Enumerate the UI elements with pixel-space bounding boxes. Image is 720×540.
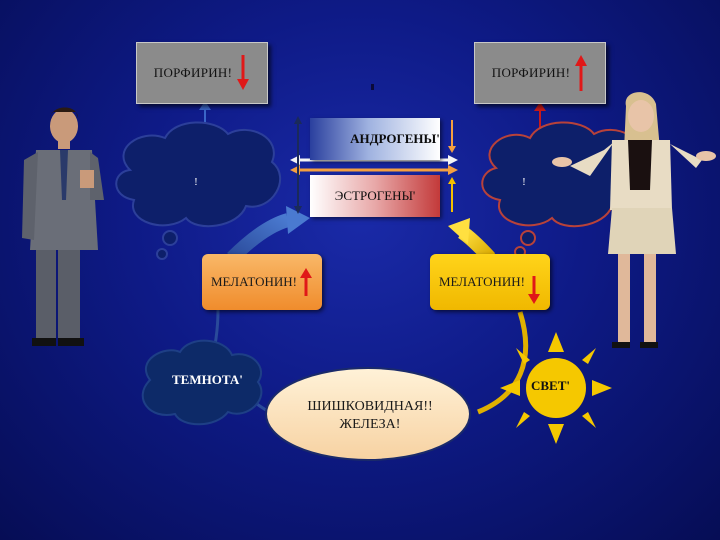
right-down-arrow-top [448, 146, 456, 153]
estrogens-label: ЭСТРОГЕНЫ' [334, 188, 416, 203]
pineal-line-2: ЖЕЛЕЗА! [339, 417, 401, 432]
melatonin-down-arrow-icon [528, 276, 541, 304]
porphyrin-left-label: ПОРФИРИН! [153, 65, 233, 80]
left-curved-arrowhead [286, 206, 310, 234]
porphyrin-left-box: ПОРФИРИН! [136, 42, 268, 104]
pineal-gland-text: ШИШКОВИДНАЯ!! ЖЕЛЕЗА! [290, 398, 450, 434]
pineal-ellipse [265, 367, 471, 461]
melatonin-left-box: МЕЛАТОНИН! [202, 254, 322, 310]
left-cloud-mark: ! [194, 176, 198, 188]
left-thought-cloud [115, 121, 282, 260]
man-figure [22, 107, 104, 346]
down-arrow-icon [237, 55, 250, 90]
estrogens-bar: ЭСТРОГЕНЫ' [310, 175, 440, 217]
darkness-label: ТЕМНОТА' [172, 372, 243, 387]
melatonin-up-arrow-icon [300, 268, 313, 296]
up-arrow-icon [575, 55, 588, 91]
left-curved-arrow [227, 213, 291, 263]
sun-icon [500, 332, 612, 444]
light-label: СВЕТ' [531, 378, 571, 393]
melatonin-right-label: МЕЛАТОНИН! [438, 274, 526, 289]
right-cloud-mark: ! [522, 176, 526, 188]
right-cycle-line [477, 311, 529, 415]
pineal-line-1: ШИШКОВИДНАЯ!! [307, 399, 433, 414]
darkness-cloud-shape [141, 339, 263, 426]
porphyrin-right-label: ПОРФИРИН! [491, 65, 571, 80]
left-connector-arrowhead [199, 101, 211, 110]
androgens-label: АНДРОГЕНЫ' [350, 131, 440, 146]
porphyrin-right-box: ПОРФИРИН! [474, 42, 606, 104]
right-curved-arrowhead [448, 218, 470, 244]
right-up-arrow-bottom [448, 177, 456, 184]
right-connector-arrowhead [534, 102, 546, 111]
melatonin-left-label: МЕЛАТОНИН! [210, 274, 298, 289]
androgens-bar: АНДРОГЕНЫ' [310, 118, 440, 160]
melatonin-right-box: МЕЛАТОНИН! [430, 254, 550, 310]
woman-figure [552, 92, 716, 348]
